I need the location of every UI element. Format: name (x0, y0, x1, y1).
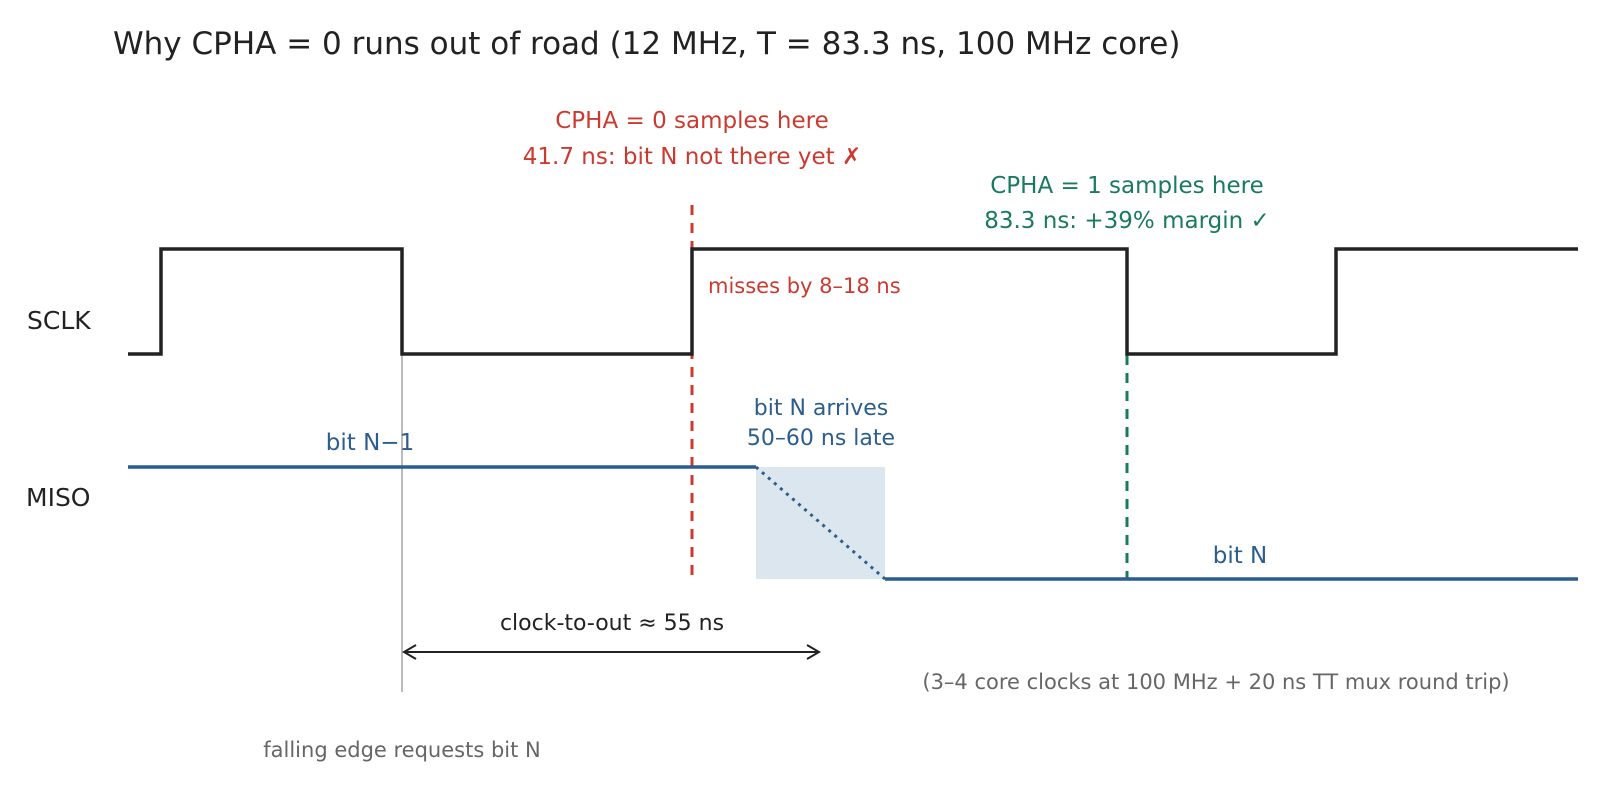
cpha0-miss-note: misses by 8–18 ns (708, 274, 901, 298)
clock-to-out-arrow (402, 644, 821, 660)
sclk-label: SCLK (27, 306, 91, 335)
diagram-title: Why CPHA = 0 runs out of road (12 MHz, T… (113, 26, 1180, 62)
miso-transition-band (756, 467, 885, 579)
bit-n-minus-1-label: bit N−1 (326, 430, 414, 456)
bit-n-arrival-line2: 50–60 ns late (747, 426, 895, 451)
clock-to-out-label: clock-to-out ≈ 55 ns (500, 611, 724, 636)
bit-n-arrival-line1: bit N arrives (754, 396, 888, 421)
cpha1-label-line2: 83.3 ns: +39% margin ✓ (984, 208, 1270, 234)
sclk-waveform (128, 247, 1578, 356)
falling-edge-note: falling edge requests bit N (263, 738, 540, 762)
bit-n-label: bit N (1213, 543, 1268, 569)
miso-label: MISO (26, 483, 91, 512)
cpha1-label-line1: CPHA = 1 samples here (990, 173, 1264, 199)
cpha0-label-line1: CPHA = 0 samples here (555, 108, 829, 134)
cpha0-label-line2: 41.7 ns: bit N not there yet ✗ (523, 144, 861, 170)
core-clock-note: (3–4 core clocks at 100 MHz + 20 ns TT m… (922, 670, 1509, 694)
